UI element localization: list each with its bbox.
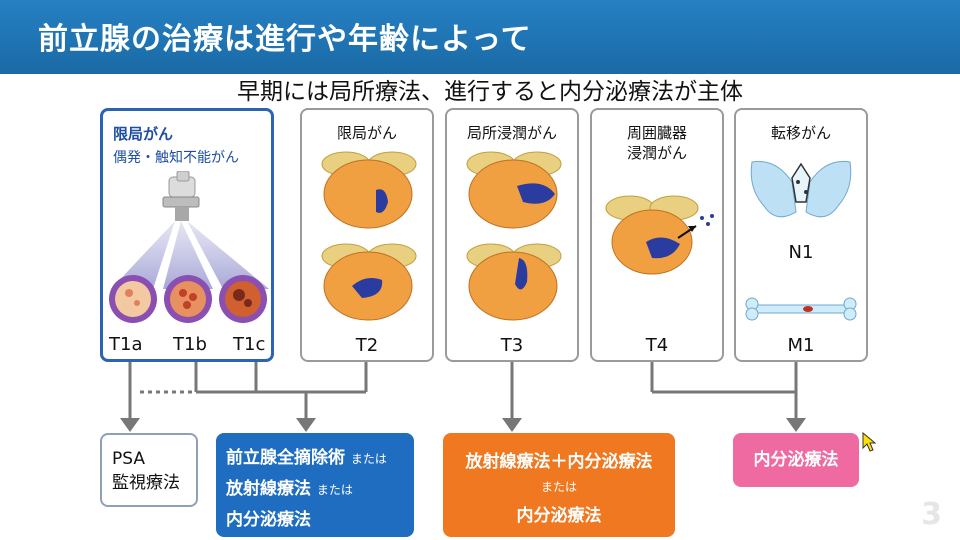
prostate-illustration-t2 xyxy=(321,151,417,321)
treatment-psa-line1: PSA xyxy=(112,449,145,469)
lymph-node-icon xyxy=(796,180,800,184)
treatment-surgery-line1: 前立腺全摘除術 または xyxy=(226,448,387,468)
stage-label-t1a: T1a xyxy=(109,334,143,355)
stage-label-t1c: T1c xyxy=(233,334,266,355)
metastasis-icon xyxy=(803,306,813,312)
stage-title: 転移がん xyxy=(770,124,831,142)
stage-card-organ-invasive: 周囲臓器 浸潤がん T4 xyxy=(590,108,724,362)
arrow-down-icon xyxy=(502,418,522,432)
stage-title-line1: 周囲臓器 xyxy=(626,124,687,142)
stage-title: 限局がん xyxy=(336,124,397,142)
stage-label-t1b: T1b xyxy=(173,334,207,355)
stage-card-localized: 限局がん T2 xyxy=(300,108,434,362)
slide-title: 前立腺の治療は進行や年齢によって xyxy=(38,22,532,57)
bone-end-icon xyxy=(745,307,759,321)
tumor-icon xyxy=(646,237,680,259)
treatment-radiation-line1: 放射線療法＋内分泌療法 xyxy=(465,452,653,472)
tissue-sample-t1b xyxy=(164,275,212,323)
stage-card-locally-invasive: 局所浸潤がん T3 xyxy=(445,108,579,362)
spine-icon xyxy=(791,162,811,203)
beam-left xyxy=(111,221,175,289)
stage-subtitle: 偶発・触知不能がん xyxy=(113,150,239,166)
prostate-icon xyxy=(468,251,558,321)
slide-header: 前立腺の治療は進行や年齢によって xyxy=(0,0,960,74)
stage-label-t2: T2 xyxy=(355,335,379,356)
microscope-icon xyxy=(162,171,200,221)
tumor-icon xyxy=(515,258,528,290)
stage-label-n1: N1 xyxy=(788,242,814,263)
tumor-icon xyxy=(376,189,388,213)
arrow-head-icon xyxy=(688,226,696,232)
tissue-sample-t1a xyxy=(109,275,157,323)
arrow-down-icon xyxy=(786,418,806,432)
arrow-down-icon xyxy=(296,418,316,432)
mouse-cursor-icon xyxy=(862,432,876,452)
stage-title: 限局がん xyxy=(113,125,174,143)
tissue-sample-t1c xyxy=(219,275,267,323)
treatment-hormone-box: 内分泌療法 xyxy=(733,433,859,487)
slide-subtitle: 早期には局所療法、進行すると内分泌療法が主体 xyxy=(237,79,743,105)
lymph-node-icon xyxy=(804,190,808,194)
treatment-surgery-box: 前立腺全摘除術 または 放射線療法 または 内分泌療法 xyxy=(216,433,414,537)
tumor-icon xyxy=(517,183,555,204)
treatment-psa-box: PSA 監視療法 xyxy=(100,433,198,507)
cell-dot-icon xyxy=(700,216,704,220)
treatment-psa-line2: 監視療法 xyxy=(112,473,180,493)
prostate-illustration-t3 xyxy=(466,151,562,321)
treatment-radiation-or: または xyxy=(540,480,577,494)
page-number: 3 xyxy=(921,497,942,532)
pelvis-icon xyxy=(805,160,852,218)
bone-illustration xyxy=(745,297,857,321)
microscope-illustration xyxy=(109,171,269,323)
stage-title-line2: 浸潤がん xyxy=(626,144,687,162)
beam-right xyxy=(187,221,269,289)
pelvis-icon xyxy=(750,160,797,218)
treatment-radiation-line2: 内分泌療法 xyxy=(516,506,602,526)
bone-end-icon xyxy=(843,307,857,321)
bone-icon xyxy=(753,304,849,314)
cell-dot-icon xyxy=(710,214,714,218)
stage-label-m1: M1 xyxy=(787,335,815,356)
stage-label-t4: T4 xyxy=(645,335,669,356)
stage-label-t3: T3 xyxy=(500,335,524,356)
treatment-radiation-box: 放射線療法＋内分泌療法 または 内分泌療法 xyxy=(443,433,675,537)
prostate-illustration-t4 xyxy=(605,195,714,275)
stage-card-localized-early: 限局がん 偶発・触知不能がん xyxy=(100,108,274,362)
beam-mid xyxy=(163,221,213,289)
treatment-surgery-line3: 内分泌療法 xyxy=(226,510,311,530)
stage-title: 局所浸潤がん xyxy=(466,124,557,142)
prostate-icon xyxy=(323,159,413,229)
tumor-icon xyxy=(352,278,383,298)
cell-dot-icon xyxy=(706,222,710,226)
pelvis-illustration xyxy=(750,160,852,218)
stage-card-metastatic: 転移がん N1 M1 xyxy=(734,108,868,362)
treatment-surgery-line2: 放射線療法 または xyxy=(226,479,353,499)
prostate-icon xyxy=(468,159,558,229)
arrow-down-icon xyxy=(120,418,140,432)
